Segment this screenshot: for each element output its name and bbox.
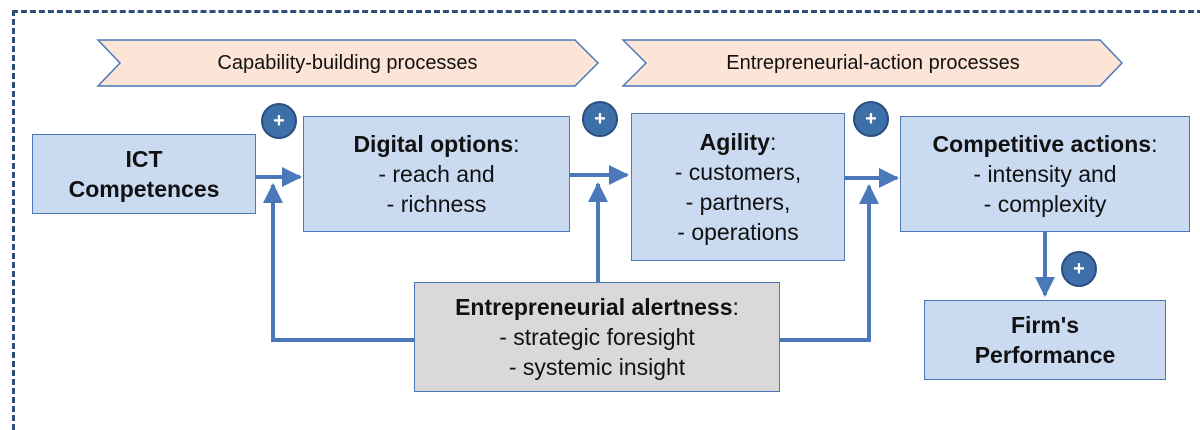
plus-icon: + [1061,251,1097,287]
firm-performance-box: Firm's Performance [924,300,1166,380]
diagram-graphics [96,39,1124,342]
dashed-frame [12,10,1200,430]
agility-box: Agility: - customers, - partners, - oper… [631,113,845,261]
phase-chevron-capability [96,39,600,87]
agility-line: - operations [677,219,799,245]
alertness-colon: : [732,294,739,320]
arrow-alertness-to-ict-link [263,183,414,342]
competitive-actions-line: - intensity and [973,161,1117,187]
entrepreneurial-alertness-box: Entrepreneurial alertness: - strategic f… [414,282,780,392]
competitive-actions-box: Competitive actions: - intensity and - c… [900,116,1190,232]
agility-title: Agility [699,129,770,155]
digital-options-colon: : [513,131,520,157]
phase-chevron-entrepreneurial [621,39,1124,87]
performance-title-line2: Performance [974,342,1116,368]
agility-line: - customers, [674,159,802,185]
phase-label-capability: Capability-building processes [217,52,478,74]
alertness-line: - systemic insight [508,354,686,380]
digital-options-title: Digital options [353,131,514,157]
plus-icon: + [582,101,618,137]
competitive-actions-line: - complexity [983,191,1107,217]
competitive-actions-colon: : [1151,131,1158,157]
plus-icon: + [261,103,297,139]
plus-icon: + [853,101,889,137]
digital-options-line: - richness [386,191,487,217]
performance-title-line1: Firm's [1010,312,1080,338]
digital-options-line: - reach and [378,161,495,187]
ict-title-line2: Competences [68,176,220,202]
alertness-title: Entrepreneurial alertness [455,294,733,320]
agility-line: - partners, [685,189,791,215]
competitive-actions-title: Competitive actions [932,131,1152,157]
ict-competences-box: ICT Competences [32,134,256,214]
phase-label-entrepreneurial: Entrepreneurial-action processes [726,52,1020,74]
digital-options-box: Digital options: - reach and - richness [303,116,570,232]
agility-colon: : [769,129,777,155]
alertness-line: - strategic foresight [499,324,695,350]
ict-title-line1: ICT [125,146,163,172]
arrow-alertness-to-agility-link [780,184,879,342]
